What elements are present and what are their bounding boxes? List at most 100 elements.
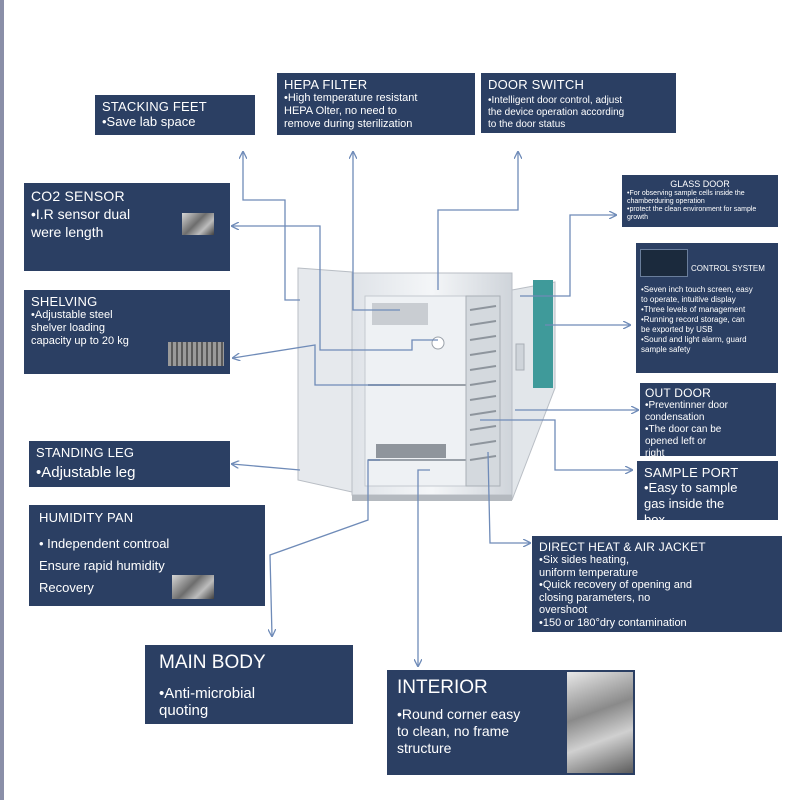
interior-title: INTERIOR xyxy=(397,677,488,698)
hepa-filter-title: HEPA FILTER xyxy=(284,77,368,92)
sample-port-line: box xyxy=(644,512,665,520)
humidity-pan-shape xyxy=(376,444,446,458)
humidity-pan-line: Ensure rapid humidity xyxy=(39,558,165,573)
callout-main-body: MAIN BODY •Anti-microbial quoting xyxy=(145,645,353,724)
left-edge-bar xyxy=(0,0,4,800)
co2-sensor-line: were length xyxy=(31,224,104,240)
callout-sample-port: SAMPLE PORT •Easy to sample gas inside t… xyxy=(637,461,778,520)
door-switch-line: •Intelligent door control, adjust xyxy=(488,95,623,106)
direct-heat-title: DIRECT HEAT & AIR JACKET xyxy=(539,540,706,554)
out-door-line: opened left or xyxy=(645,436,707,447)
connector-standing-leg xyxy=(232,464,301,471)
interior-photo xyxy=(567,672,633,773)
shelving-photo xyxy=(168,342,224,366)
interior-line: to clean, no frame xyxy=(397,723,510,739)
co2-sensor-photo xyxy=(182,213,214,235)
out-door-line: right xyxy=(645,448,665,456)
shelving-line: capacity up to 20 kg xyxy=(31,335,129,347)
out-door-line: •Preventinner door xyxy=(645,400,728,411)
connector-stacking-feet xyxy=(243,152,300,301)
hepa-filter-line: HEPA Olter, no need to xyxy=(284,105,397,117)
callout-out-door: OUT DOOR •Preventinner door condensation… xyxy=(640,383,776,456)
humidity-pan-line: • Independent controal xyxy=(39,536,170,551)
control-panel-strip xyxy=(533,280,553,388)
stacking-feet-title: STACKING FEET xyxy=(102,99,207,114)
connector-hepa-filter xyxy=(353,152,400,311)
control-system-title: CONTROL SYSTEM xyxy=(691,264,765,273)
callout-standing-leg: STANDING LEG •Adjustable leg xyxy=(29,441,230,487)
sample-port-line: •Easy to sample xyxy=(644,480,738,495)
glass-door-line: •protect the clean environment for sampl… xyxy=(627,206,757,213)
hepa-filter-line: •High temperature resistant xyxy=(284,92,418,104)
door-switch-line: to the door status xyxy=(488,119,566,130)
cabinet-base xyxy=(352,495,512,501)
interior-line: structure xyxy=(397,740,452,756)
control-system-line: •Sound and light alarm, guard xyxy=(641,335,747,344)
humidity-pan-photo xyxy=(172,575,214,599)
main-body-line: •Anti-microbial xyxy=(159,685,256,702)
control-system-line: •Running record storage, can xyxy=(641,315,745,324)
callout-shelving: SHELVING •Adjustable steel shelver loadi… xyxy=(24,290,230,374)
control-system-line: to operate, intuitive display xyxy=(641,295,736,304)
door-switch-line: the device operation according xyxy=(488,107,625,118)
connector-sample-port xyxy=(480,419,632,470)
connector-humidity-pan xyxy=(270,459,380,636)
glass-door-title: GLASS DOOR xyxy=(670,179,730,189)
main-body-line: quoting xyxy=(159,702,209,719)
direct-heat-line: •Quick recovery of opening and xyxy=(539,579,693,591)
glass-door-line: chamberduring operation xyxy=(627,198,705,205)
direct-heat-line: overshoot xyxy=(539,604,588,616)
hepa-filter-unit xyxy=(372,303,428,325)
control-system-line: •Three levels of management xyxy=(641,305,746,314)
shelving-title: SHELVING xyxy=(31,294,98,309)
glass-door-line: growth xyxy=(627,214,649,221)
touch-screen-icon xyxy=(640,249,688,277)
connector-interior xyxy=(418,469,430,666)
connector-direct-heat xyxy=(487,451,530,543)
callout-control-system: CONTROL SYSTEM •Seven inch touch screen,… xyxy=(636,243,778,373)
direct-heat-line: •150 or 180°dry contamination xyxy=(539,616,687,629)
callout-door-switch: DOOR SWITCH •Intelligent door control, a… xyxy=(481,73,676,133)
hepa-filter-line: remove during sterilization xyxy=(284,118,413,130)
direct-heat-line: closing parameters, no xyxy=(539,591,651,604)
standing-leg-title: STANDING LEG xyxy=(36,445,135,460)
control-system-line: be exported by USB xyxy=(641,325,713,334)
callout-glass-door: GLASS DOOR •For observing sample cells i… xyxy=(622,175,778,227)
control-system-line: •Seven inch touch screen, easy xyxy=(641,285,753,294)
out-door-line: condensation xyxy=(645,412,705,423)
direct-heat-line: •Six sides heating, xyxy=(539,554,630,566)
standing-leg-line: •Adjustable leg xyxy=(36,464,136,481)
inner-glass-door xyxy=(465,295,501,487)
callout-co2-sensor: CO2 SENSOR •I.R sensor dual were length xyxy=(24,183,230,271)
sample-port-cap xyxy=(431,336,445,350)
humidity-pan-line: Recovery xyxy=(39,580,94,595)
out-door-title: OUT DOOR xyxy=(645,386,712,400)
incubator-illustration xyxy=(297,267,556,501)
main-body-title: MAIN BODY xyxy=(159,652,266,673)
control-system-line: sample safety xyxy=(641,345,691,354)
direct-heat-line: uniform temperature xyxy=(539,566,639,579)
sample-port-title: SAMPLE PORT xyxy=(644,465,739,480)
callout-stacking-feet: STACKING FEET •Save lab space xyxy=(95,95,255,135)
callout-hepa-filter: HEPA FILTER •High temperature resistant … xyxy=(277,73,475,135)
co2-sensor-title: CO2 SENSOR xyxy=(31,188,125,204)
connector-co2-sensor xyxy=(232,226,438,351)
connector-shelving xyxy=(233,344,400,386)
stacking-feet-line: •Save lab space xyxy=(102,114,196,129)
out-door-line: •The door can be xyxy=(645,424,722,435)
shelving-line: •Adjustable steel xyxy=(31,309,113,321)
humidity-pan-title: HUMIDITY PAN xyxy=(39,510,134,525)
callout-humidity-pan: HUMIDITY PAN • Independent controal Ensu… xyxy=(29,505,265,606)
callout-interior: INTERIOR •Round corner easy to clean, no… xyxy=(387,670,635,775)
door-handle xyxy=(515,343,525,371)
co2-sensor-line: •I.R sensor dual xyxy=(31,206,131,222)
sample-port-line: gas inside the xyxy=(644,496,725,511)
shelving-line: shelver loading xyxy=(31,322,105,334)
callout-direct-heat: DIRECT HEAT & AIR JACKET •Six sides heat… xyxy=(532,536,782,632)
door-switch-title: DOOR SWITCH xyxy=(488,77,585,92)
left-door-panel xyxy=(297,267,353,493)
glass-door-line: •For observing sample cells inside the xyxy=(627,190,745,197)
connector-door-switch xyxy=(437,152,518,290)
connector-lines xyxy=(232,152,638,666)
